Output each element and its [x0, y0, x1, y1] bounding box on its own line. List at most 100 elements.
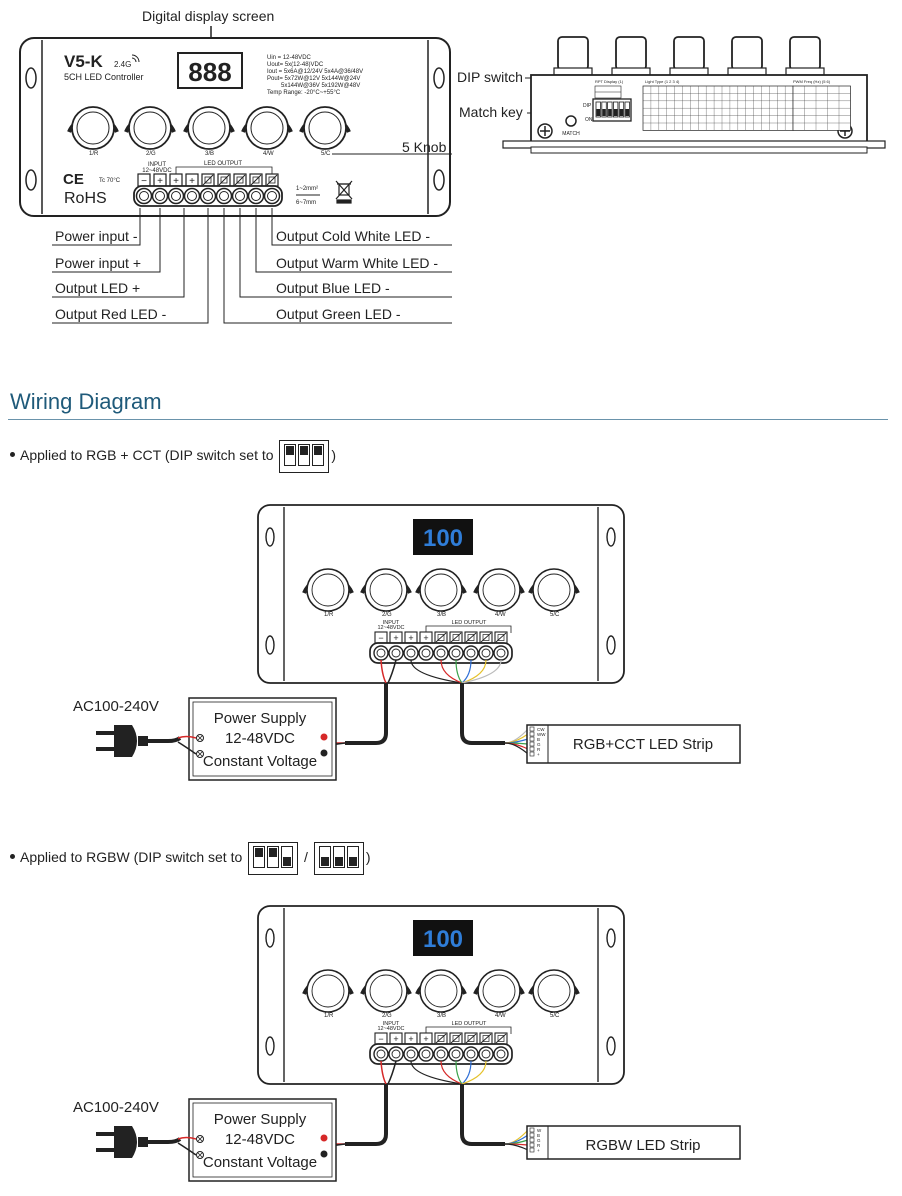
knob-label: 2/G [382, 1013, 392, 1019]
ac-plug: AC100-240V [73, 698, 197, 757]
five-knob-callout: 5 Knob [402, 139, 447, 155]
display-screen [177, 52, 243, 89]
ce-mark: CE [63, 171, 84, 188]
knob-label: 3/B [437, 612, 446, 618]
knob-label: 1/R [89, 151, 99, 157]
power-supply-line-2: 12-48VDC [225, 1131, 295, 1148]
screw-terminal-icon [196, 750, 204, 758]
controller-body [19, 37, 451, 217]
display-digits: 100 [423, 926, 463, 953]
rohs-mark: RoHS [64, 190, 107, 207]
strip-pin-label: R [537, 1143, 541, 1148]
label-output-green: Output Green LED - [276, 306, 401, 322]
output-positive-dot [320, 1134, 328, 1142]
callout-dip-switch: DIP switch [457, 69, 523, 85]
controller-side-diagram: DIP switch Match key MATCH DIP ON RPT [457, 36, 886, 154]
side-knob-caps [553, 36, 825, 76]
terminal-block: −+++ [133, 173, 283, 207]
callout-match-key: Match key [459, 104, 523, 120]
wires [321, 1060, 529, 1151]
knob-label: 4/W [495, 612, 506, 618]
knob-4: 4/W [241, 106, 293, 157]
display-digits: 888 [188, 57, 231, 87]
bullet-icon [10, 452, 15, 457]
terminal-symbol: + [189, 176, 195, 187]
spec-block: Uin = 12-48VDC Uout= 5x(12-48)VDC Iout =… [267, 55, 363, 96]
input-voltage: 12~48VDC [377, 625, 404, 631]
output-negative-dot [320, 1150, 328, 1158]
knob-4: 4/W [473, 969, 525, 1019]
side-knob-cap [727, 36, 767, 76]
knob-3: 3/B [183, 106, 235, 157]
strip-pin-label: W [537, 1128, 542, 1133]
label-power-input-plus: Power input + [55, 255, 141, 271]
note-rgbw: Applied to RGBW (DIP switch set to / ) [10, 842, 371, 875]
knob-1: 1/R [67, 106, 119, 157]
input-voltage: 12~48VDC [142, 168, 172, 174]
knob-5: 5/C [528, 969, 580, 1019]
ac-voltage-label: AC100-240V [73, 1099, 159, 1116]
svg-text:Temp Range: -20°C~+55°C: Temp Range: -20°C~+55°C [267, 90, 341, 96]
terminal-symbol: + [423, 633, 428, 643]
knob-1: 1/R [302, 969, 354, 1019]
led-output-label: LED OUTPUT [204, 161, 242, 167]
led-output-label: LED OUTPUT [452, 1021, 487, 1027]
terminal-symbol: − [378, 1034, 383, 1044]
strip-pin-label: G [537, 742, 541, 747]
terminal-symbol: + [408, 633, 413, 643]
svg-text:5x144W@36V 5x192W@48V: 5x144W@36V 5x192W@48V [281, 83, 360, 89]
screw-icon-left [537, 123, 553, 139]
section-title: Wiring Diagram [10, 389, 162, 414]
knob-2: 2/G [124, 106, 176, 157]
output-negative-dot [320, 749, 328, 757]
knob-label: 1/R [324, 612, 334, 618]
screw-terminal-icon [196, 1151, 204, 1159]
label-output-cold-white: Output Cold White LED - [276, 228, 430, 244]
knob-label: 3/B [205, 151, 214, 157]
power-supply-line-3: Constant Voltage [203, 753, 317, 770]
model-name: V5-K [64, 52, 103, 71]
table-title-pwm: PWM Freq (Hz) (5 6) [793, 79, 831, 84]
side-knob-cap [553, 36, 593, 76]
knob-4: 4/W [473, 568, 525, 618]
input-label: INPUT [383, 620, 400, 626]
callout-five-knob: 5 Knob [402, 139, 447, 155]
dip-setting-icon [279, 440, 330, 473]
strip-pin-label: + [537, 752, 540, 757]
strip-pin-label: G [537, 1138, 541, 1143]
screw-terminal-icon [196, 734, 204, 742]
section-divider [8, 419, 888, 420]
bullet-icon [10, 854, 15, 859]
wireless-icon [131, 54, 140, 63]
dip-label: DIP [583, 103, 592, 109]
knob-3: 3/B [415, 568, 467, 618]
note-rgb-cct-text: Applied to RGB + CCT (DIP switch set to [20, 447, 274, 464]
power-supply-line-1: Power Supply [214, 710, 307, 727]
table-title-light-type: Light Type (1 2 3 4) [645, 79, 680, 84]
wire-spec-2: 6~7mm [296, 200, 316, 206]
controller-subtitle: 5CH LED Controller [64, 72, 144, 82]
label-output-warm-white: Output Warm White LED - [276, 255, 438, 271]
strip-pin-label: CW [537, 727, 545, 732]
power-supply-line-1: Power Supply [214, 1111, 307, 1128]
knob-label: 4/W [495, 1013, 506, 1019]
strip-pin-label: R [537, 747, 541, 752]
side-knob-cap [785, 36, 825, 76]
weee-bin-icon [335, 180, 353, 204]
power-supply-line-2: 12-48VDC [225, 730, 295, 747]
power-supply-line-3: Constant Voltage [203, 1154, 317, 1171]
dip-setting-icon-a [248, 842, 299, 875]
controller-front-diagram: Digital display screen V5-K 2.4G 5CH LED… [19, 8, 452, 324]
input-label: INPUT [383, 1021, 400, 1027]
knob-2: 2/G [360, 969, 412, 1019]
terminal-symbol: + [173, 176, 179, 187]
match-key [565, 115, 577, 127]
knob-5: 5/C [528, 568, 580, 618]
screw-terminal-icon [196, 1135, 204, 1143]
